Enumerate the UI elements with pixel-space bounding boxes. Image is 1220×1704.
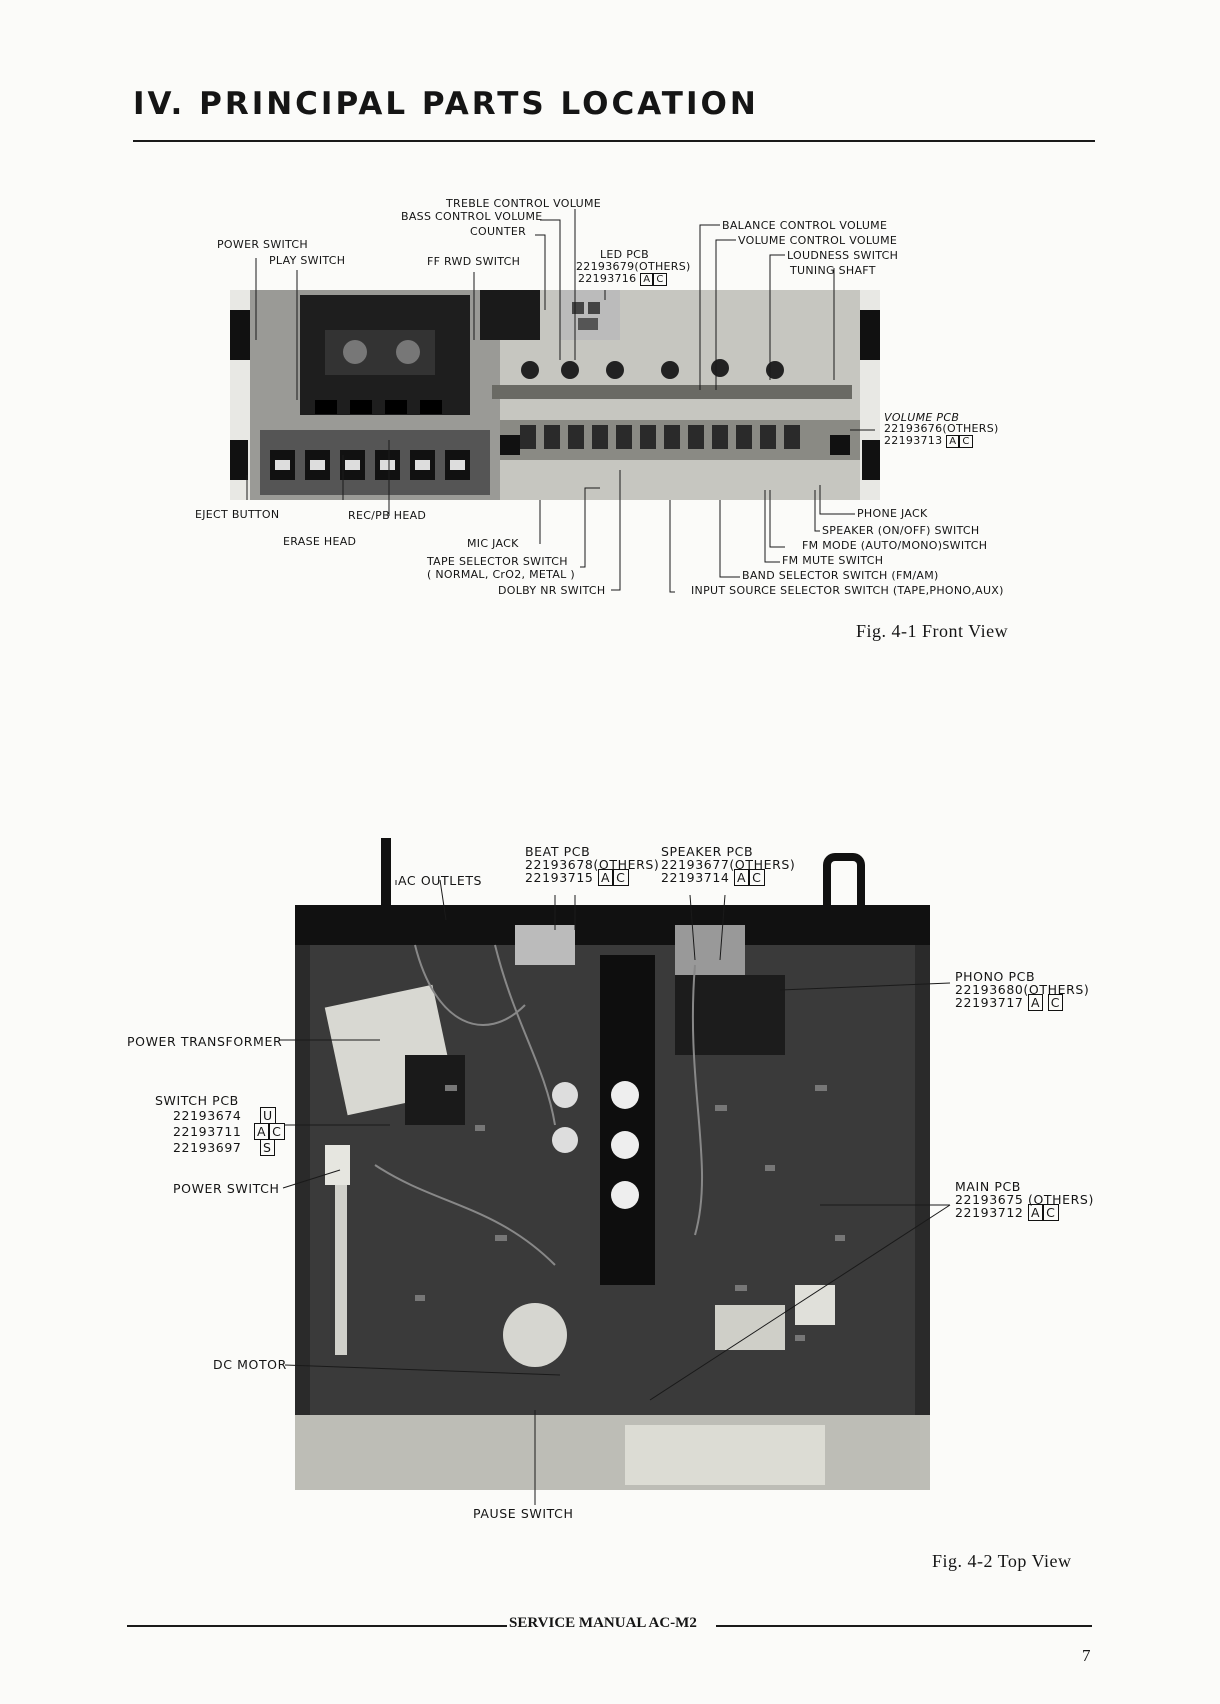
switch-pcb-number-u: 22193674 (173, 1108, 242, 1123)
page-number: 7 (1082, 1646, 1091, 1665)
label-switch-pcb: SWITCH PCB (155, 1093, 239, 1108)
power-cord (381, 838, 391, 908)
label-rec-pb-head: REC/PB HEAD (348, 509, 427, 522)
label-speaker-switch: SPEAKER (ON/OFF) SWITCH (822, 524, 980, 537)
switch-pcb-number-ac: 22193711 (173, 1124, 242, 1139)
footer-rule-right (716, 1625, 1092, 1627)
label-main-pcb: MAIN PCB (955, 1179, 1021, 1194)
badge-volume-a: A (946, 435, 960, 448)
label-tape-selector-switch: TAPE SELECTOR SWITCH (427, 555, 568, 568)
figure-4-1-caption: Fig. 4-1 Front View (856, 621, 1009, 641)
badge-switch-s: S (260, 1139, 275, 1156)
speaker-pcb-number: 22193714 (661, 870, 730, 885)
label-phono-pcb-others: 22193680(OTHERS) (955, 982, 1090, 997)
label-ac-outlets: AC OUTLETS (398, 873, 483, 888)
badge-switch-u: U (260, 1107, 276, 1124)
label-main-pcb-others: 22193675 (OTHERS) (955, 1192, 1094, 1207)
led-pcb-number: 22193716 (578, 272, 637, 285)
switch-pcb-number-s: 22193697 (173, 1140, 242, 1155)
label-volume-control-volume: VOLUME CONTROL VOLUME (738, 234, 898, 247)
label-led-pcb-others: 22193679(OTHERS) (576, 260, 691, 273)
label-speaker-pcb-others: 22193677(OTHERS) (661, 857, 796, 872)
badge-speaker-c: C (749, 869, 765, 886)
label-phone-jack: PHONE JACK (857, 507, 928, 520)
label-erase-head: ERASE HEAD (283, 535, 357, 548)
label-eject-button: EJECT BUTTON (195, 508, 280, 521)
badge-main-a: A (1028, 1204, 1044, 1221)
badge-led-a: A (640, 273, 654, 286)
title-rule (133, 140, 1095, 142)
rear-hook (823, 853, 865, 916)
badge-led-c: C (653, 273, 667, 286)
label-mic-jack: MIC JACK (467, 537, 519, 550)
top-view-illustration (295, 905, 930, 1490)
badge-switch-c: C (269, 1123, 285, 1140)
badge-phono-c: C (1047, 994, 1064, 1011)
top-view-photo (295, 905, 930, 1490)
phono-pcb-number: 22193717 (955, 995, 1024, 1010)
badge-beat-c: C (613, 869, 629, 886)
label-input-source-selector-switch: INPUT SOURCE SELECTOR SWITCH (TAPE,PHONO… (691, 584, 1004, 597)
label-tuning-shaft: TUNING SHAFT (790, 264, 876, 277)
label-power-switch: POWER SWITCH (217, 238, 308, 251)
label-phono-pcb-ac: 22193717 A C (955, 994, 1064, 1011)
badge-switch-a: A (254, 1123, 270, 1140)
label-volume-pcb: VOLUME PCB (884, 411, 960, 424)
label-switch-pcb-s: 22193697 S (173, 1139, 275, 1156)
label-counter: COUNTER (470, 225, 527, 238)
front-view-photo (230, 290, 880, 500)
label-beat-pcb-others: 22193678(OTHERS) (525, 857, 660, 872)
figure-4-2-caption: Fig. 4-2 Top View (932, 1551, 1072, 1571)
label-volume-pcb-others: 22193676(OTHERS) (884, 422, 999, 435)
badge-speaker-a: A (734, 869, 750, 886)
label-tape-selector-options: ( NORMAL, CrO2, METAL ) (427, 568, 575, 581)
badge-beat-a: A (598, 869, 614, 886)
label-speaker-pcb: SPEAKER PCB (661, 844, 754, 859)
label-dolby-nr-switch: DOLBY NR SWITCH (498, 584, 606, 597)
badge-main-c: C (1043, 1204, 1059, 1221)
label-fm-mode-switch: FM MODE (AUTO/MONO)SWITCH (802, 539, 988, 552)
label-power-transformer: POWER TRANSFORMER (127, 1034, 283, 1049)
main-pcb-number: 22193712 (955, 1205, 1024, 1220)
badge-volume-c: C (959, 435, 973, 448)
footer-rule-left (127, 1625, 507, 1627)
label-power-switch-top: POWER SWITCH (173, 1181, 280, 1196)
label-play-switch: PLAY SWITCH (269, 254, 346, 267)
beat-pcb-number: 22193715 (525, 870, 594, 885)
badge-phono-a: A (1028, 994, 1044, 1011)
page-title: IV. PRINCIPAL PARTS LOCATION (133, 86, 759, 122)
label-switch-pcb-u: 22193674 U (173, 1107, 276, 1124)
label-balance-control-volume: BALANCE CONTROL VOLUME (722, 219, 888, 232)
volume-pcb-number: 22193713 (884, 434, 943, 447)
footer-text: SERVICE MANUAL AC-M2 (509, 1615, 697, 1631)
label-phono-pcb: PHONO PCB (955, 969, 1036, 984)
label-loudness-switch: LOUDNESS SWITCH (787, 249, 899, 262)
label-band-selector-switch: BAND SELECTOR SWITCH (FM/AM) (742, 569, 939, 582)
label-pause-switch: PAUSE SWITCH (473, 1506, 574, 1521)
label-dc-motor: DC MOTOR (213, 1357, 287, 1372)
label-fm-mute-switch: FM MUTE SWITCH (782, 554, 884, 567)
front-view-illustration (230, 290, 880, 500)
label-beat-pcb: BEAT PCB (525, 844, 591, 859)
label-ff-rwd-switch: FF RWD SWITCH (427, 255, 521, 268)
label-bass-control-volume: BASS CONTROL VOLUME (401, 210, 543, 223)
label-led-pcb: LED PCB (600, 248, 650, 261)
label-treble-control-volume: TREBLE CONTROL VOLUME (446, 197, 602, 210)
